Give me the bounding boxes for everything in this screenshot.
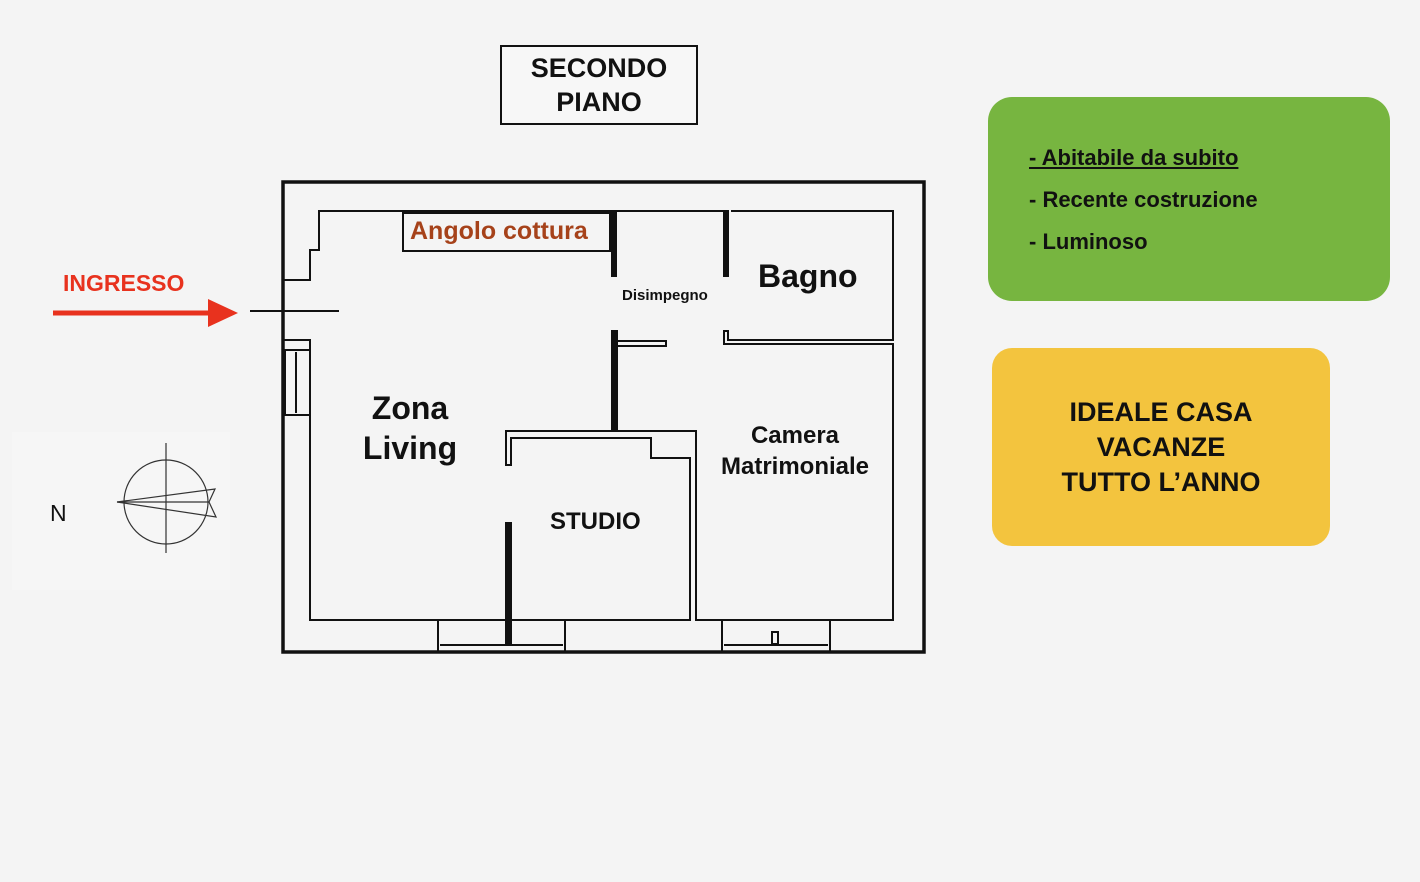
window-bedroom bbox=[721, 619, 831, 653]
room-kitchen-label: Angolo cottura bbox=[410, 217, 588, 245]
entrance-label: INGRESSO bbox=[63, 270, 185, 296]
highlight-line3: TUTTO L’ANNO bbox=[1061, 466, 1261, 497]
living-line1: Zona bbox=[371, 390, 449, 426]
room-living-label: Zona Living bbox=[350, 388, 470, 468]
room-bedroom-label: Camera Matrimoniale bbox=[705, 420, 885, 482]
kitchen-box bbox=[402, 212, 611, 252]
highlight-line1: IDEALE CASA bbox=[1069, 396, 1253, 427]
bedroom-line2: Matrimoniale bbox=[720, 453, 870, 480]
feature-item: - Luminoso bbox=[1029, 229, 1148, 254]
features-box: - Abitabile da subito - Recente costruzi… bbox=[988, 97, 1390, 301]
highlight-line2: VACANZE bbox=[1096, 431, 1226, 462]
room-bathroom-label: Bagno bbox=[758, 258, 858, 294]
window-studio bbox=[437, 619, 566, 653]
floor-title-line2: PIANO bbox=[556, 87, 642, 117]
feature-item: - Recente costruzione bbox=[1029, 187, 1258, 212]
highlight-box: IDEALE CASA VACANZE TUTTO L’ANNO bbox=[992, 348, 1330, 546]
bedroom-line1: Camera bbox=[750, 422, 840, 449]
compass-icon bbox=[116, 443, 218, 553]
floor-title: SECONDO PIANO bbox=[500, 45, 698, 125]
north-label: N bbox=[50, 500, 67, 526]
entrance-arrow-icon bbox=[53, 299, 238, 327]
room-hallway-label: Disimpegno bbox=[622, 287, 708, 304]
feature-item: - Abitabile da subito bbox=[1029, 145, 1239, 170]
outer-wall bbox=[281, 180, 926, 654]
living-line2: Living bbox=[362, 430, 458, 466]
floor-title-line1: SECONDO bbox=[530, 53, 668, 83]
inner-walls bbox=[250, 210, 894, 653]
room-study-label: STUDIO bbox=[550, 508, 641, 535]
